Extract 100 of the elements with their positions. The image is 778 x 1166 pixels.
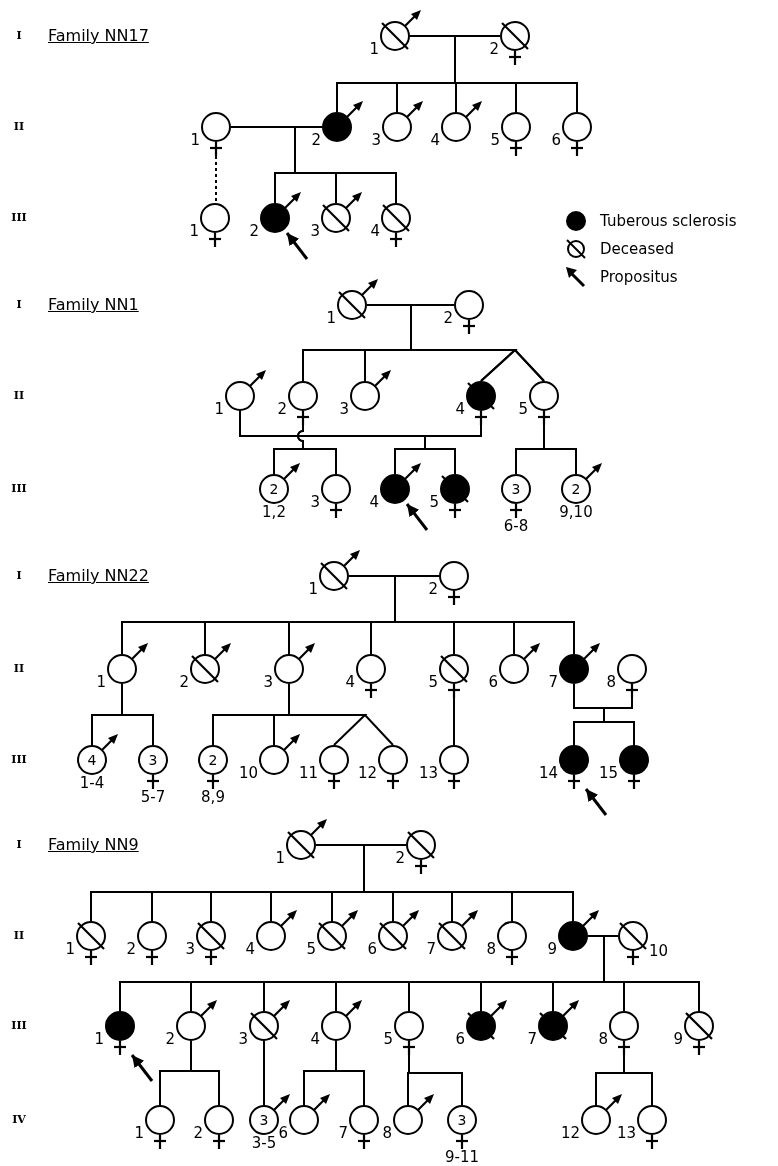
male-pedigree-symbol bbox=[538, 999, 580, 1041]
female-pedigree-symbol bbox=[497, 921, 527, 965]
generation-label: III bbox=[10, 481, 28, 497]
individual-range-label: 1-4 bbox=[79, 776, 105, 791]
sibling-count: 2 bbox=[570, 480, 582, 498]
generation-label: II bbox=[12, 119, 26, 135]
propositus-arrow bbox=[130, 1054, 154, 1082]
individual-number: 12 bbox=[357, 766, 377, 781]
individual-number: 1 bbox=[326, 311, 336, 326]
female-pedigree-symbol bbox=[617, 654, 647, 698]
individual-range-label: 9,10 bbox=[559, 505, 593, 520]
male-pedigree-symbol bbox=[378, 909, 420, 951]
female-pedigree-symbol bbox=[529, 381, 559, 425]
female-pedigree-symbol bbox=[501, 112, 531, 156]
descent-line bbox=[263, 1040, 265, 1106]
individual-number: 2 bbox=[165, 1032, 175, 1047]
male-pedigree-symbol bbox=[437, 909, 479, 951]
individual-range-label: 9-11 bbox=[445, 1150, 479, 1165]
male-pedigree-symbol bbox=[225, 369, 267, 411]
individual-number: 8 bbox=[486, 942, 496, 957]
male-pedigree-symbol bbox=[107, 642, 149, 684]
individual-number: 6 bbox=[488, 675, 498, 690]
individual-number: 1 bbox=[369, 42, 379, 57]
male-pedigree-symbol bbox=[321, 191, 363, 233]
sibling-count: 3 bbox=[258, 1111, 270, 1129]
female-pedigree-symbol bbox=[378, 745, 408, 789]
individual-number: 1 bbox=[308, 582, 318, 597]
individual-number: 4 bbox=[455, 402, 465, 417]
individual-number: 9 bbox=[547, 942, 557, 957]
female-pedigree-symbol bbox=[619, 745, 649, 789]
generation-label: I bbox=[15, 297, 23, 313]
individual-number: 5 bbox=[490, 133, 500, 148]
individual-number: 12 bbox=[560, 1126, 580, 1141]
descent-line bbox=[363, 844, 574, 922]
individual-number: 1 bbox=[189, 224, 199, 239]
generation-label: I bbox=[15, 568, 23, 584]
individual-number: 6 bbox=[278, 1126, 288, 1141]
male-pedigree-symbol bbox=[259, 733, 301, 775]
individual-range-label: 8,9 bbox=[201, 790, 225, 805]
female-pedigree-symbol bbox=[500, 21, 530, 65]
female-pedigree-symbol bbox=[288, 381, 318, 425]
male-pedigree-symbol bbox=[249, 999, 291, 1041]
descent-line bbox=[214, 155, 217, 204]
male-pedigree-symbol bbox=[260, 191, 302, 233]
individual-number: 14 bbox=[538, 766, 558, 781]
individual-number: 1 bbox=[65, 942, 75, 957]
generation-label: I bbox=[15, 28, 23, 44]
individual-number: 3 bbox=[185, 942, 195, 957]
individual-number: 1 bbox=[134, 1126, 144, 1141]
individual-number: 2 bbox=[193, 1126, 203, 1141]
family-title: Family NN9 bbox=[48, 836, 139, 854]
individual-range-label: 3-5 bbox=[251, 1136, 277, 1151]
individual-number: 13 bbox=[418, 766, 438, 781]
female-pedigree-symbol bbox=[349, 1105, 379, 1149]
individual-number: 7 bbox=[527, 1032, 537, 1047]
individual-number: 11 bbox=[298, 766, 318, 781]
female-pedigree-symbol bbox=[204, 1105, 234, 1149]
individual-number: 6 bbox=[551, 133, 561, 148]
descent-line bbox=[408, 1054, 463, 1106]
individual-number: 2 bbox=[126, 942, 136, 957]
female-pedigree-symbol bbox=[637, 1105, 667, 1149]
generation-label: III bbox=[10, 210, 28, 226]
male-pedigree-symbol bbox=[382, 100, 424, 142]
female-pedigree-symbol bbox=[201, 112, 231, 156]
individual-range-label: 1,2 bbox=[262, 505, 286, 520]
propositus-arrow bbox=[285, 232, 309, 260]
generation-label: II bbox=[12, 661, 26, 677]
female-pedigree-symbol bbox=[618, 921, 648, 965]
legend-text: Tuberous sclerosis bbox=[600, 212, 737, 230]
male-pedigree-symbol bbox=[441, 100, 483, 142]
female-pedigree-symbol bbox=[200, 203, 230, 247]
sibling-count: 3 bbox=[510, 480, 522, 498]
female-pedigree-symbol bbox=[145, 1105, 175, 1149]
individual-number: 6 bbox=[367, 942, 377, 957]
male-pedigree-symbol bbox=[350, 369, 392, 411]
individual-number: 8 bbox=[382, 1126, 392, 1141]
female-pedigree-symbol bbox=[439, 745, 469, 789]
female-pedigree-symbol bbox=[559, 745, 589, 789]
female-pedigree-symbol bbox=[137, 921, 167, 965]
individual-number: 4 bbox=[430, 133, 440, 148]
individual-number: 2 bbox=[428, 582, 438, 597]
male-pedigree-symbol bbox=[499, 642, 541, 684]
individual-number: 7 bbox=[548, 675, 558, 690]
descent-line bbox=[121, 683, 154, 746]
individual-number: 4 bbox=[245, 942, 255, 957]
individual-number: 1 bbox=[214, 402, 224, 417]
male-pedigree-symbol bbox=[393, 1093, 435, 1135]
individual-number: 5 bbox=[518, 402, 528, 417]
individual-number: 3 bbox=[371, 133, 381, 148]
individual-number: 3 bbox=[310, 495, 320, 510]
generation-label: III bbox=[10, 1018, 28, 1034]
propositus-arrow bbox=[405, 503, 429, 531]
individual-number: 4 bbox=[310, 1032, 320, 1047]
propositus-arrow bbox=[584, 788, 608, 816]
female-pedigree-symbol bbox=[454, 290, 484, 334]
generation-label: III bbox=[10, 752, 28, 768]
individual-number: 7 bbox=[426, 942, 436, 957]
individual-number: 6 bbox=[455, 1032, 465, 1047]
individual-number: 1 bbox=[190, 133, 200, 148]
family-title: Family NN1 bbox=[48, 296, 139, 314]
